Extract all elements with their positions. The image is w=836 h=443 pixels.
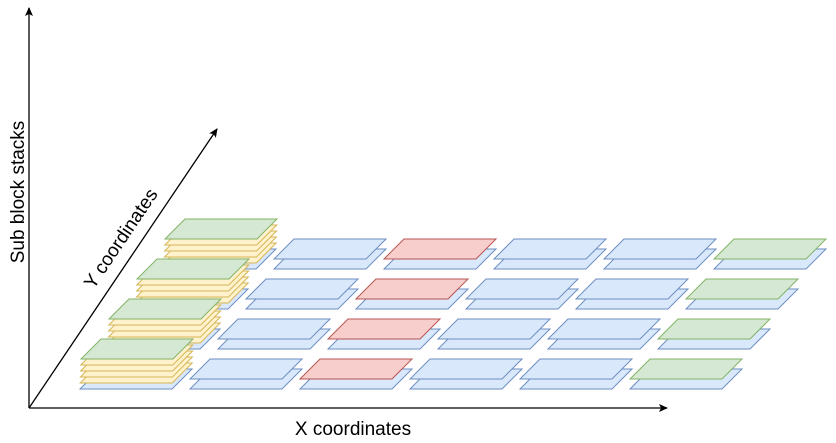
tile-blue-c4-r1-l2 bbox=[408, 358, 524, 380]
tile-blue-c2-r2-l2 bbox=[216, 318, 332, 340]
tile-green-c1-r4-l6 bbox=[163, 218, 279, 240]
tile-blue-c2-r1-l2 bbox=[188, 358, 304, 380]
tile-blue-c2-r3-l2 bbox=[244, 278, 360, 300]
tile-blue-c5-r4-l2 bbox=[602, 238, 718, 260]
y-axis-line bbox=[28, 128, 218, 409]
tile-red-c3-r4-l2 bbox=[382, 238, 498, 260]
tile-green-c6-r4-l2 bbox=[712, 238, 828, 260]
tile-blue-c4-r4-l2 bbox=[492, 238, 608, 260]
tile-green-c1-r1-l6 bbox=[79, 338, 195, 360]
tile-green-c6-r2-l2 bbox=[656, 318, 772, 340]
tile-blue-c4-r3-l2 bbox=[464, 278, 580, 300]
tile-green-c1-r3-l6 bbox=[135, 258, 251, 280]
z-axis-label: Sub block stacks bbox=[8, 121, 29, 264]
tile-red-c3-r2-l2 bbox=[326, 318, 442, 340]
tile-red-c3-r3-l2 bbox=[354, 278, 470, 300]
tile-blue-c5-r3-l2 bbox=[574, 278, 690, 300]
tile-blue-c4-r2-l2 bbox=[436, 318, 552, 340]
tile-red-c3-r1-l2 bbox=[298, 358, 414, 380]
tile-layer bbox=[78, 218, 828, 390]
tile-green-c1-r2-l6 bbox=[107, 298, 223, 320]
tile-blue-c5-r2-l2 bbox=[546, 318, 662, 340]
x-axis-label: X coordinates bbox=[295, 419, 411, 440]
tile-green-c6-r3-l2 bbox=[684, 278, 800, 300]
tile-blue-c2-r4-l2 bbox=[272, 238, 388, 260]
tile-green-c6-r1-l2 bbox=[628, 358, 744, 380]
tile-blue-c5-r1-l2 bbox=[518, 358, 634, 380]
